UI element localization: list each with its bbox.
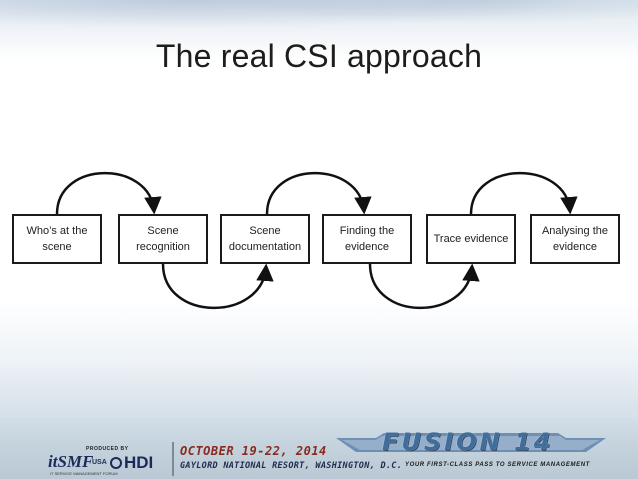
arrow-3-to-4: [265, 171, 372, 215]
itsmf-logo: itSMF: [48, 452, 94, 471]
step-analysing-the-evidence: Analysing the evidence: [530, 214, 620, 264]
hdi-logo: HDI: [124, 453, 154, 472]
step-whos-at-the-scene: Who’s at the scene: [12, 214, 102, 264]
step-label: Who’s at the scene: [26, 225, 88, 253]
step-scene-recognition: Scene recognition: [118, 214, 208, 264]
step-label: Scene recognition: [136, 225, 190, 253]
hdi-logo-icon: [110, 457, 122, 469]
step-trace-evidence: Trace evidence: [426, 214, 516, 264]
arrow-1-to-2: [55, 171, 162, 215]
step-label: Analysing the evidence: [541, 225, 609, 253]
fusion-tagline: YOUR FIRST-CLASS PASS TO SERVICE MANAGEM…: [405, 462, 590, 468]
fusion-wings-icon: [336, 433, 606, 452]
footer-divider: [172, 442, 174, 476]
step-scene-documentation: Scene documentation: [220, 214, 310, 264]
step-finding-the-evidence: Finding the evidence: [322, 214, 412, 264]
event-venue: GAYLORD NATIONAL RESORT, WASHINGTON, D.C…: [180, 461, 403, 471]
event-dates: OCTOBER 19-22, 2014: [180, 444, 327, 458]
step-label: Trace evidence: [433, 233, 509, 245]
fusion-logo: FUSION 14: [382, 428, 554, 456]
arrow-2-to-3: [161, 263, 274, 310]
itsmf-usa-label: USA: [92, 459, 107, 466]
arrow-4-to-5: [368, 263, 480, 310]
arrow-5-to-6: [469, 171, 578, 215]
step-label: Scene documentation: [228, 225, 302, 253]
itsmf-subtitle: IT SERVICE MANAGEMENT FORUM: [50, 471, 118, 476]
produced-by-label: PRODUCED BY: [86, 446, 129, 452]
slide-title: The real CSI approach: [155, 38, 483, 74]
step-label: Finding the evidence: [339, 225, 395, 253]
